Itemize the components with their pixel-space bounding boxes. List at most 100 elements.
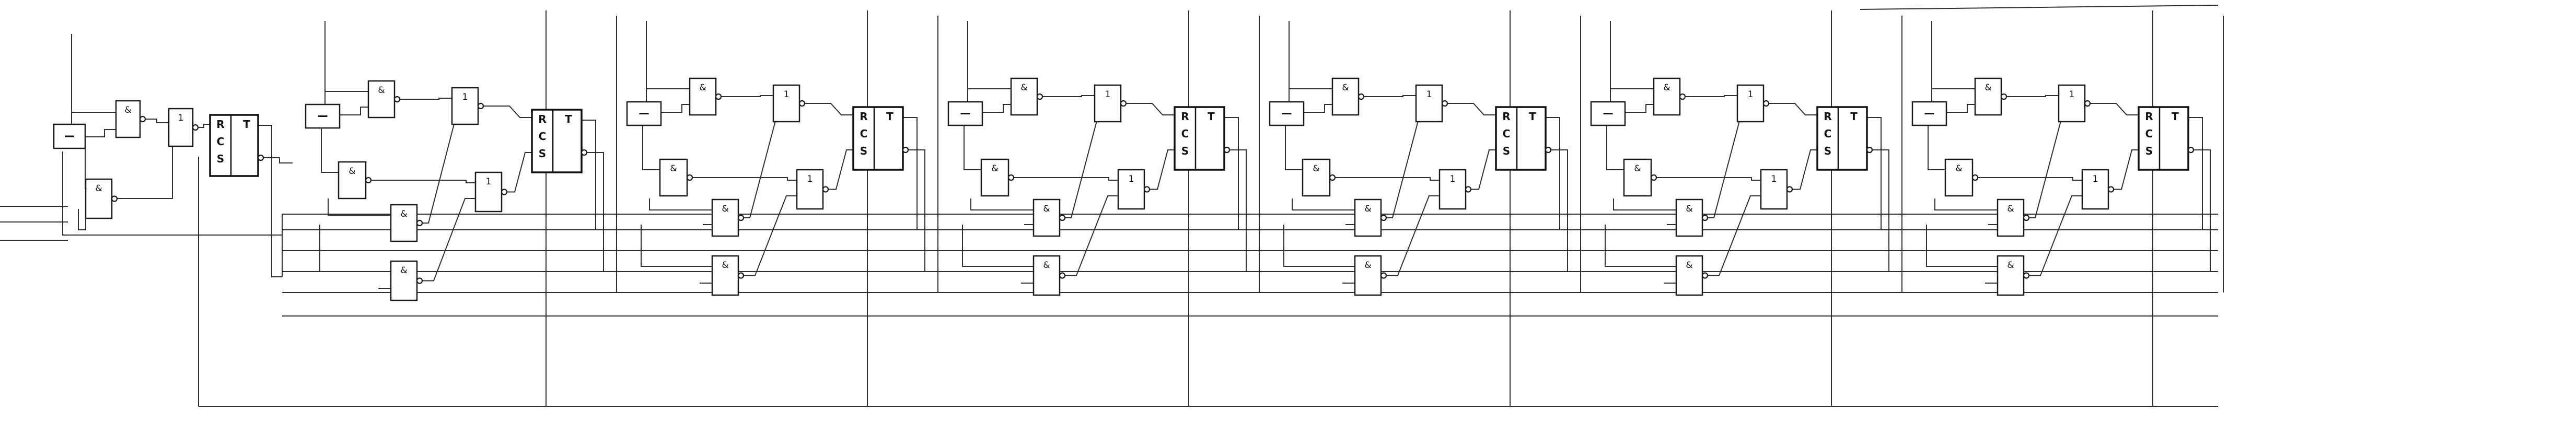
wire	[649, 198, 712, 210]
wires	[0, 5, 2224, 407]
trigger-c-label: C	[2145, 127, 2153, 140]
wire	[371, 180, 475, 183]
trigger-r-label: R	[538, 113, 546, 125]
and-gate-label: &	[722, 260, 728, 271]
rs-trigger	[209, 114, 259, 177]
wire	[198, 124, 210, 128]
wire	[1447, 103, 1496, 115]
wire	[1860, 5, 2219, 10]
inversion-bubble	[686, 174, 693, 181]
wire	[1867, 117, 1882, 230]
trigger-c-label: C	[1503, 127, 1511, 140]
wire	[1224, 117, 1239, 230]
wire	[828, 149, 853, 190]
and-gate-label: &	[1686, 204, 1692, 214]
and-gate-label: &	[2007, 204, 2014, 214]
trigger-r-label: R	[2145, 110, 2153, 123]
inversion-bubble	[111, 195, 118, 202]
wire	[1304, 104, 1332, 113]
trigger-c-label: C	[539, 130, 547, 143]
inversion-bubble	[2023, 214, 2030, 221]
or-gate	[1117, 169, 1145, 210]
and-gate	[115, 100, 141, 138]
trigger-t-label: T	[886, 110, 894, 123]
trigger-s-label: S	[1503, 145, 1510, 157]
wire	[1283, 225, 1355, 267]
inversion-bubble	[1059, 214, 1066, 221]
or-gate-label: 1	[2093, 174, 2098, 184]
and-gate-label: &	[349, 166, 355, 177]
inversion-bubble	[365, 177, 372, 184]
inversion-bubble	[1143, 186, 1151, 193]
inversion-bubble	[737, 272, 745, 279]
and-gate	[367, 80, 396, 119]
wire	[258, 125, 282, 277]
and-gate	[390, 204, 418, 242]
and-gate-label: &	[124, 105, 131, 115]
rs-trigger	[2138, 106, 2189, 171]
inversion-bubble	[2000, 93, 2008, 100]
or-gate	[474, 171, 503, 213]
wire	[970, 198, 1034, 210]
inversion-bubble	[2023, 272, 2030, 279]
wire	[1546, 117, 1560, 230]
wire	[642, 125, 660, 170]
trigger-t-label: T	[1529, 110, 1536, 123]
inversion-bubble	[902, 146, 909, 154]
and-gate-label: &	[1634, 163, 1641, 174]
wire	[422, 198, 475, 282]
inversion-bubble	[1545, 146, 1552, 154]
or-gate	[796, 169, 824, 210]
rs-trigger	[531, 109, 583, 173]
inversion-bubble	[192, 124, 199, 131]
and-gate	[338, 161, 367, 200]
inversion-bubble	[822, 186, 829, 193]
inversion-bubble	[1762, 100, 1770, 107]
trigger-c-label: C	[1181, 127, 1189, 140]
wire	[1229, 149, 1247, 272]
inversion-bubble	[1329, 174, 1336, 181]
trigger-r-label: R	[1502, 110, 1510, 123]
and-gate	[1010, 77, 1038, 116]
trigger-t-label: T	[243, 118, 250, 131]
trigger-t-label: T	[565, 113, 572, 125]
and-gate-label: &	[2007, 260, 2014, 271]
or-gate-label: 1	[1748, 89, 1754, 100]
and-gate-label: &	[1043, 260, 1050, 271]
and-gate-label: &	[699, 83, 706, 93]
wire	[587, 152, 604, 272]
inversion-bubble	[139, 115, 146, 123]
wire	[908, 149, 925, 272]
wire	[1335, 177, 1440, 181]
or-gate-label: 1	[1426, 89, 1432, 100]
trigger-r-label: R	[860, 110, 867, 123]
and-gate	[1997, 198, 2025, 237]
and-gate-label: &	[1364, 204, 1371, 214]
or-gate	[2058, 84, 2086, 123]
wire	[263, 157, 293, 163]
inversion-bubble	[1120, 100, 1127, 107]
wire	[582, 120, 596, 230]
trigger-s-label: S	[539, 147, 546, 160]
trigger-r-label: R	[1824, 110, 1831, 123]
and-gate-label: &	[1043, 204, 1050, 214]
wire	[1928, 125, 1945, 170]
wire	[483, 106, 532, 118]
wire	[1708, 195, 1761, 276]
and-gate	[1331, 77, 1360, 116]
wire	[903, 117, 918, 230]
inversion-bubble	[1380, 214, 1387, 221]
wire	[1625, 104, 1654, 113]
and-gate-label: &	[1663, 83, 1670, 93]
inversion-bubble	[1223, 146, 1231, 154]
inversion-bubble	[1786, 186, 1793, 193]
or-gate	[1438, 169, 1467, 210]
trigger-c-label: C	[1824, 127, 1832, 140]
wire	[1065, 195, 1118, 276]
inversion-bubble	[1357, 93, 1365, 100]
and-gate-label: &	[95, 183, 102, 194]
wire	[1872, 149, 1889, 272]
wire	[661, 104, 690, 113]
wire	[507, 152, 532, 193]
